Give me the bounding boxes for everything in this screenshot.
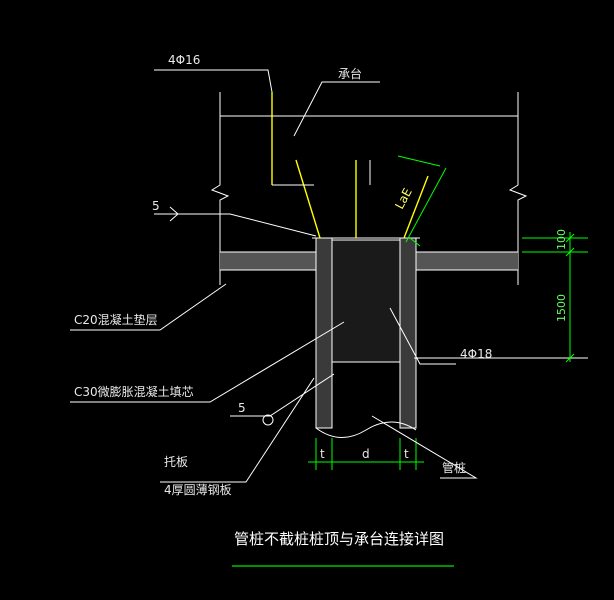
leader-cushion [70,283,227,331]
drawing-title: 管桩不截桩桩顶与承台连接详图 [234,530,444,548]
cushion-layer [220,251,518,271]
dim-t-left-label: t [320,447,325,461]
leader-rebar-side [389,307,456,365]
leader-rebar-top [154,69,273,93]
label-core-fill: C30微膨胀混凝土填芯 [74,384,194,399]
pile-wall-right [399,237,417,429]
leaders [70,69,478,483]
pipe-pile [312,237,420,438]
cushion-left [220,252,316,270]
dim-t-right-label: t [404,447,409,461]
dim-1500-label: 1500 [555,294,568,322]
pile-wall-left [315,237,333,429]
dim-tick-3 [565,353,575,363]
leader-core [70,321,345,403]
cap-right-edge [508,92,528,285]
leader-plate [160,377,315,483]
lae-tick-top [397,155,441,167]
lae-dimension [397,155,447,247]
label-plate-2: 4厚圆薄钢板 [164,482,232,497]
label-rebar-side: 4Φ18 [460,347,492,361]
label-cap: 承台 [338,66,362,81]
dim-tick-2 [565,247,575,257]
dim-d-label: d [362,447,370,461]
dim-100-label: 100 [555,229,568,250]
label-rebar-top: 4Φ16 [168,53,200,67]
lae-tick-bottom [409,237,421,247]
bottom-dimensions [308,438,424,470]
label-plate-1: 托板 [164,455,188,469]
rebar-left-diag [295,159,321,239]
label-pile: 管桩 [442,460,466,475]
anchor-rebars [220,92,518,239]
weld-circle-bottom [262,414,274,426]
label-cushion: C20混凝土垫层 [74,312,158,327]
label-weld-bottom: 5 [238,401,246,415]
pile-core-fill [331,239,401,363]
pile-break-line [315,421,417,438]
weld-symbol-top [169,206,179,222]
lae-label: LaE [392,186,415,212]
right-dimensions [414,232,588,363]
label-weld-top: 5 [152,199,160,213]
cushion-right [416,252,518,270]
leader-cap [293,81,380,137]
dim-tick-1 [565,233,575,243]
leader-pile [371,415,478,479]
leader-weld-bottom [230,373,335,417]
lae-dim-line [405,167,447,243]
leader-weld-top [154,213,317,237]
rebar-right-diag [403,175,429,239]
